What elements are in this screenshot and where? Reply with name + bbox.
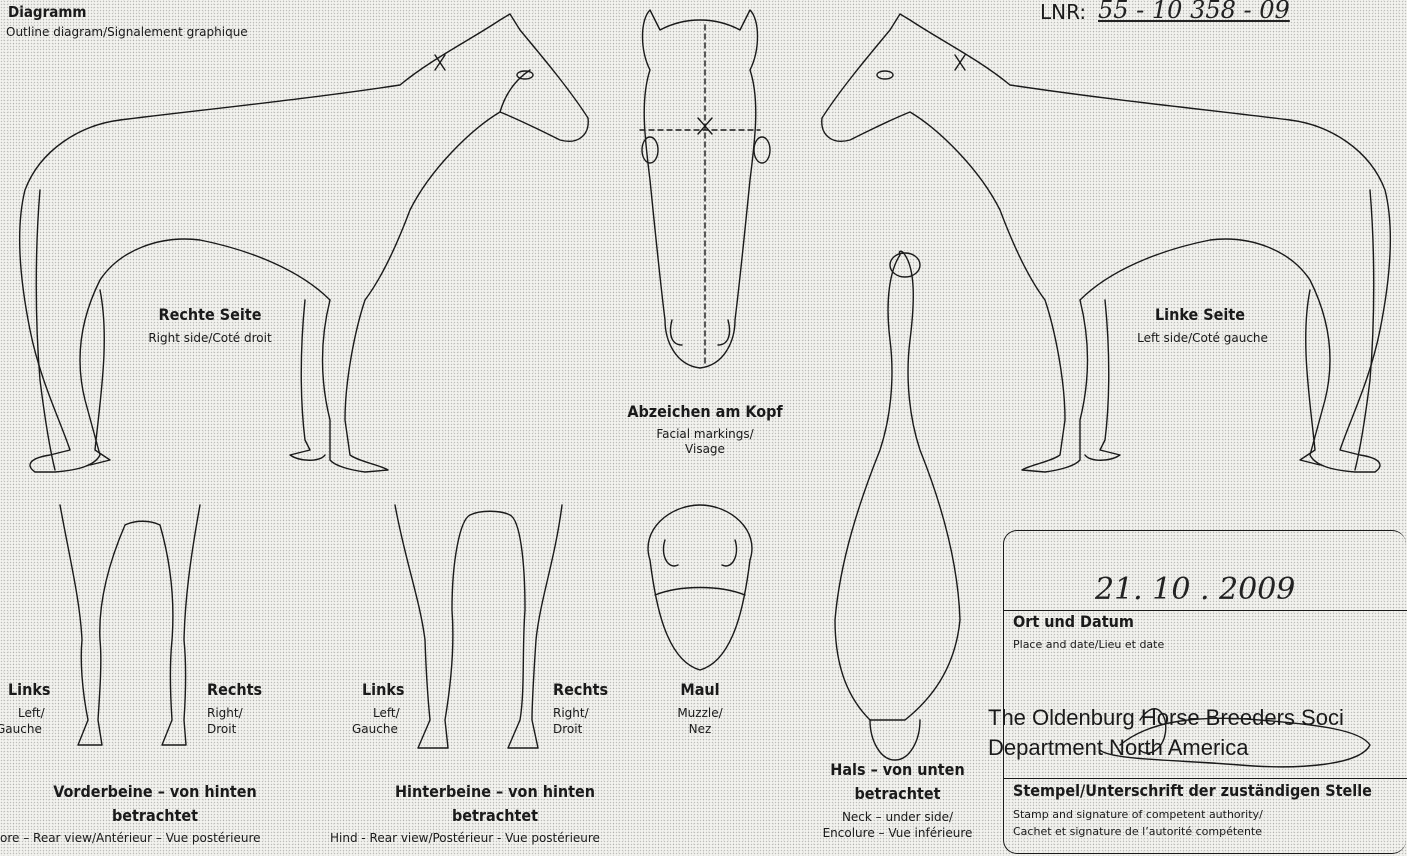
hindlegs-title-line1: Hinterbeine – von hinten bbox=[370, 782, 620, 801]
stamp-org-line2: Department North America bbox=[988, 735, 1248, 761]
muzzle-title: Maul bbox=[660, 680, 740, 699]
horse-right-side-drawing bbox=[20, 14, 589, 472]
lnr-label: LNR: bbox=[1040, 0, 1086, 24]
stamp-org-line1: The Oldenburg Horse Breeders Soci bbox=[988, 705, 1344, 731]
signature-line bbox=[1003, 778, 1407, 779]
forelegs-rechts-label: Rechts bbox=[207, 680, 262, 699]
hindlegs-rechts-sub1: Right/ bbox=[553, 706, 589, 720]
date-line bbox=[1003, 610, 1407, 611]
lnr-value: 55 - 10 358 - 09 bbox=[1098, 0, 1290, 24]
hindlegs-rechts-sub2: Droit bbox=[553, 722, 582, 736]
hindlegs-rechts-label: Rechts bbox=[553, 680, 608, 699]
hindlegs-title-line2: betrachtet bbox=[370, 806, 620, 825]
neck-sub2: Encolure – Vue inférieure bbox=[800, 826, 995, 840]
place-date-sub: Place and date/Lieu et date bbox=[1013, 638, 1164, 651]
muzzle-sub2: Nez bbox=[660, 722, 740, 736]
diagram-title: Diagramm bbox=[8, 3, 86, 21]
forelegs-links-label: Links bbox=[8, 680, 51, 699]
forelegs-caption: ore – Rear view/Antérieur – Vue postérie… bbox=[0, 831, 261, 845]
forelegs-title-line2: betrachtet bbox=[20, 806, 290, 825]
neck-sub1: Neck – under side/ bbox=[805, 810, 990, 824]
left-side-title: Linke Seite bbox=[1140, 305, 1260, 324]
forelegs-links-sub1: Left/ bbox=[18, 706, 45, 720]
diagram-subtitle: Outline diagram/Signalement graphique bbox=[6, 25, 248, 39]
forelegs-title-line1: Vorderbeine – von hinten bbox=[20, 782, 290, 801]
signature-label: Stempel/Unterschrift der zuständigen Ste… bbox=[1013, 781, 1372, 800]
facial-markings-title: Abzeichen am Kopf bbox=[605, 402, 805, 421]
signature-sub1: Stamp and signature of competent authori… bbox=[1013, 808, 1263, 821]
facial-markings-sub2: Visage bbox=[630, 442, 780, 456]
forelegs-rechts-sub2: Droit bbox=[207, 722, 236, 736]
hindlegs-links-sub2: Gauche bbox=[352, 722, 398, 736]
right-side-subtitle: Right side/Coté droit bbox=[130, 331, 290, 345]
left-side-subtitle: Left side/Coté gauche bbox=[1115, 331, 1290, 345]
forelegs-links-sub2: Gauche bbox=[0, 722, 42, 736]
muzzle-drawing bbox=[648, 505, 752, 670]
hindlegs-caption: Hind - Rear view/Postérieur - Vue postér… bbox=[330, 831, 600, 845]
muzzle-sub1: Muzzle/ bbox=[660, 706, 740, 720]
forelegs-rear-drawing bbox=[60, 505, 200, 745]
neck-title-line1: Hals – von unten bbox=[805, 760, 990, 779]
neck-title-line2: betrachtet bbox=[805, 784, 990, 803]
hindlegs-links-sub1: Left/ bbox=[373, 706, 400, 720]
horse-head-front-drawing bbox=[640, 10, 770, 368]
date-handwritten: 21. 10 . 2009 bbox=[1095, 572, 1295, 607]
neck-underside-drawing bbox=[835, 251, 960, 760]
hindlegs-links-label: Links bbox=[362, 680, 405, 699]
horse-left-side-drawing bbox=[822, 14, 1391, 472]
right-side-title: Rechte Seite bbox=[145, 305, 275, 324]
signature-sub2: Cachet et signature de l’autorité compét… bbox=[1013, 825, 1262, 838]
forelegs-rechts-sub1: Right/ bbox=[207, 706, 243, 720]
facial-markings-sub1: Facial markings/ bbox=[630, 427, 780, 441]
hindlegs-rear-drawing bbox=[395, 505, 562, 748]
place-date-label: Ort und Datum bbox=[1013, 612, 1134, 631]
